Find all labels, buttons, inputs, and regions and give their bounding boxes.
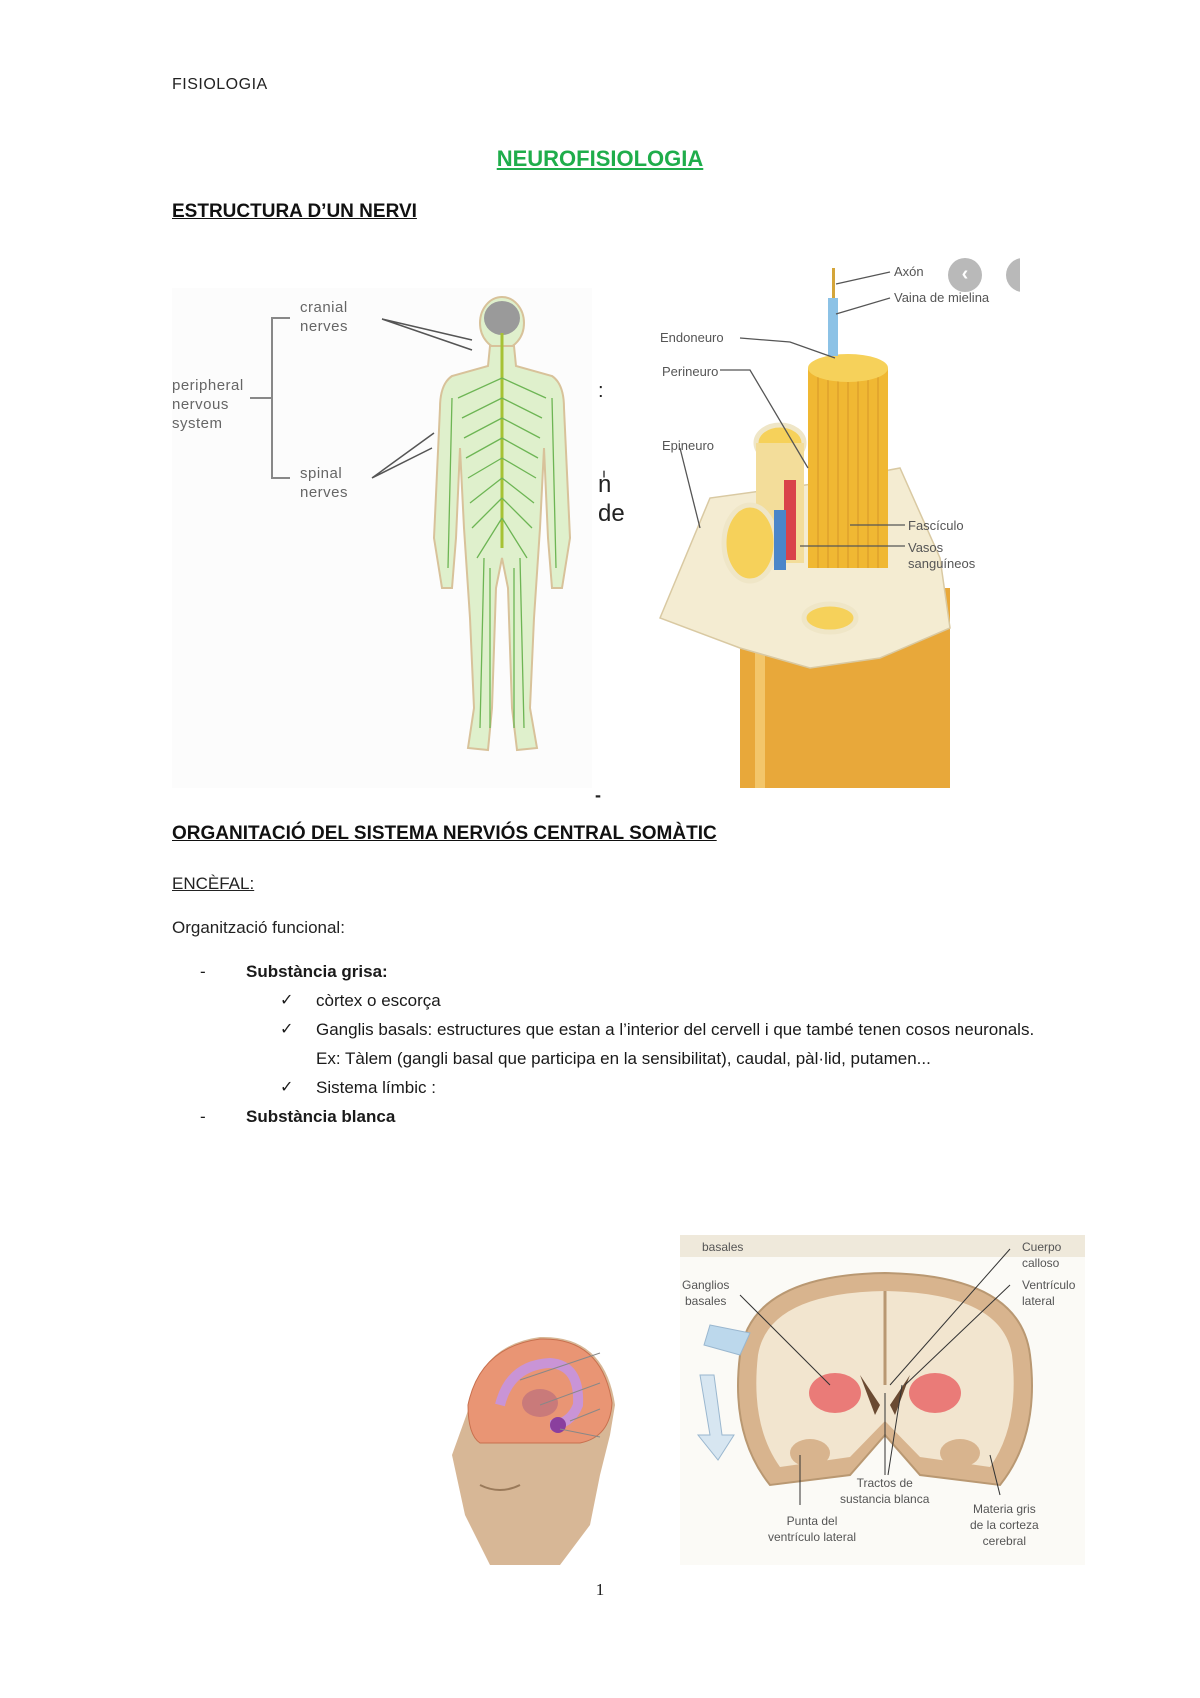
page-number: 1 xyxy=(595,1580,605,1599)
label-ganglios-basales: Ganglios basales xyxy=(682,1278,730,1308)
label-materia-gris: Materia gris de la corteza cerebral xyxy=(970,1502,1039,1548)
list-subitem: ✓ Ganglis basals: estructures que estan … xyxy=(200,1015,1056,1073)
label-cuerpo-calloso: Cuerpo calloso xyxy=(1022,1240,1062,1270)
organization-list: - Substància grisa: ✓ còrtex o escorça ✓… xyxy=(200,957,1056,1131)
dash-bullet: - xyxy=(200,962,206,981)
nerve-cross-section-illustration xyxy=(659,268,951,788)
label-fasciculo: Fascículo xyxy=(908,518,964,533)
figure-peripheral-nervous-system: cranial nerves peripheral nervous system… xyxy=(172,288,592,788)
dash-bullet: - xyxy=(200,1107,206,1126)
label-epineuro: Epineuro xyxy=(662,438,715,453)
checkmark-icon: ✓ xyxy=(280,1079,294,1096)
document-title: NEUROFISIOLOGIA xyxy=(496,146,704,171)
image-next-button[interactable] xyxy=(1006,258,1020,292)
label-myelin-sheath: Vaina de mielina xyxy=(894,290,990,305)
label-endoneuro: Endoneuro xyxy=(660,330,724,345)
list-subitem: ✓ còrtex o escorça xyxy=(200,986,1056,1015)
label-cranial-nerves: cranial nerves xyxy=(300,299,349,335)
label-ventriculo-lateral: Ventrículo lateral xyxy=(1022,1278,1076,1308)
human-nervous-system-illustration xyxy=(172,288,592,788)
stray-text-de: de xyxy=(598,500,625,527)
checkmark-icon: ✓ xyxy=(280,992,294,1009)
document-header: FISIOLOGIA xyxy=(172,76,268,93)
figure-head-limbic-system xyxy=(440,1325,630,1570)
label-blood-vessels: Vasos sanguíneos xyxy=(908,540,976,571)
label-punta-ventriculo: Punta del ventrículo lateral xyxy=(768,1514,857,1544)
list-item-white-matter: - Substància blanca xyxy=(200,1102,1056,1131)
label-tractos-sustancia-blanca: Tractos de sustancia blanca xyxy=(840,1476,930,1506)
checkmark-icon: ✓ xyxy=(280,1021,294,1038)
figure-brain-coronal-section: basales Ganglios basales Cuerpo calloso … xyxy=(680,1235,1085,1565)
grey-matter-label: Substància grisa: xyxy=(246,962,388,981)
label-axon: Axón xyxy=(894,264,924,279)
label-peripheral-nervous-system: peripheral nervous system xyxy=(172,377,244,432)
white-matter-label: Substància blanca xyxy=(246,1107,396,1126)
label-basales-top: basales xyxy=(702,1240,744,1254)
figure-nerve-structure: ‹ Axón Vaina de mielina Endoneuro Perine… xyxy=(650,258,1020,788)
coronal-brain-illustration xyxy=(680,1235,1085,1505)
stray-colon: : xyxy=(598,380,604,402)
stray-dash: - xyxy=(595,785,601,805)
head-brain-illustration xyxy=(452,1336,615,1565)
label-perineuro: Perineuro xyxy=(662,364,719,379)
list-item-grey-matter: - Substància grisa: xyxy=(200,957,1056,986)
image-prev-button[interactable]: ‹ xyxy=(948,258,982,292)
intro-functional-organization: Organització funcional: xyxy=(172,918,345,937)
list-subitem: ✓ Sistema límbic : xyxy=(200,1073,1056,1102)
subheading-encefal: ENCÈFAL: xyxy=(172,874,255,893)
section-heading-nerve-structure: ESTRUCTURA D’UN NERVI xyxy=(172,201,417,222)
section-heading-cns-organization: ORGANITACIÓ DEL SISTEMA NERVIÓS CENTRAL … xyxy=(172,823,717,844)
label-spinal-nerves: spinal nerves xyxy=(300,465,349,501)
stray-text-n: ٰn xyxy=(598,471,612,498)
